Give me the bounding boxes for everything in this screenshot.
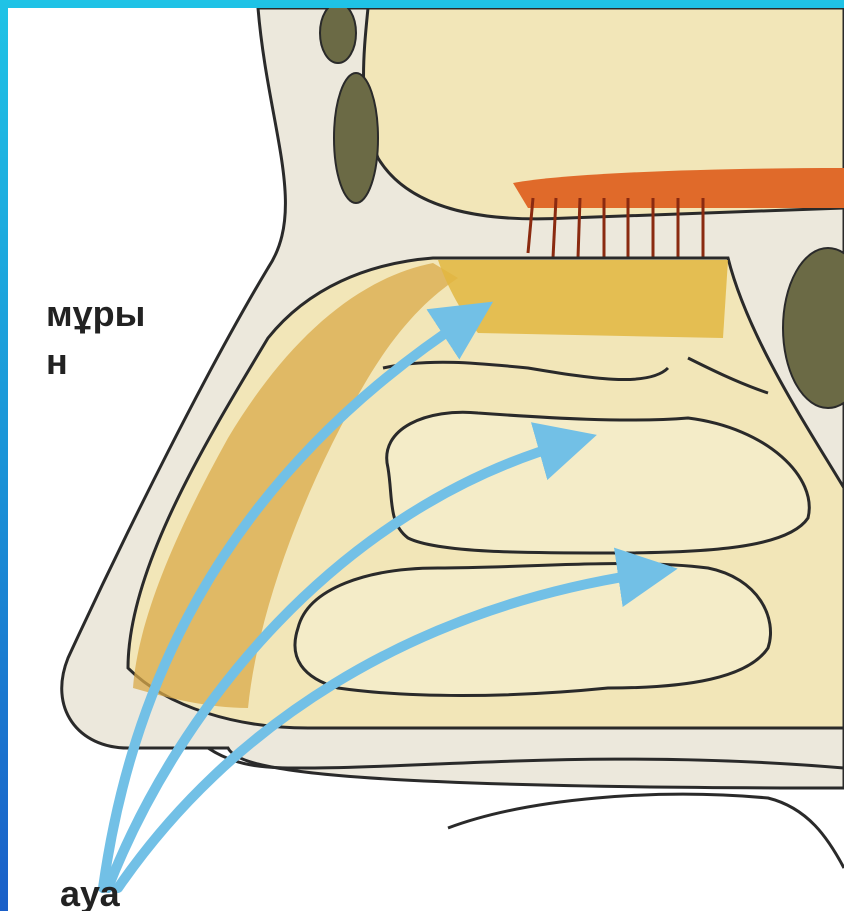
nose-label: мұры н [46,290,196,386]
upper-mucosa [438,260,728,338]
diagram-canvas: мұры н ауа [8,8,844,911]
sinus-upper [320,8,356,63]
inferior-concha [295,564,771,696]
sinus-lower [334,73,378,203]
lip-outline [448,794,844,868]
middle-concha [387,412,810,553]
nasal-cavity-diagram [8,8,844,911]
air-label: ауа [60,870,120,911]
